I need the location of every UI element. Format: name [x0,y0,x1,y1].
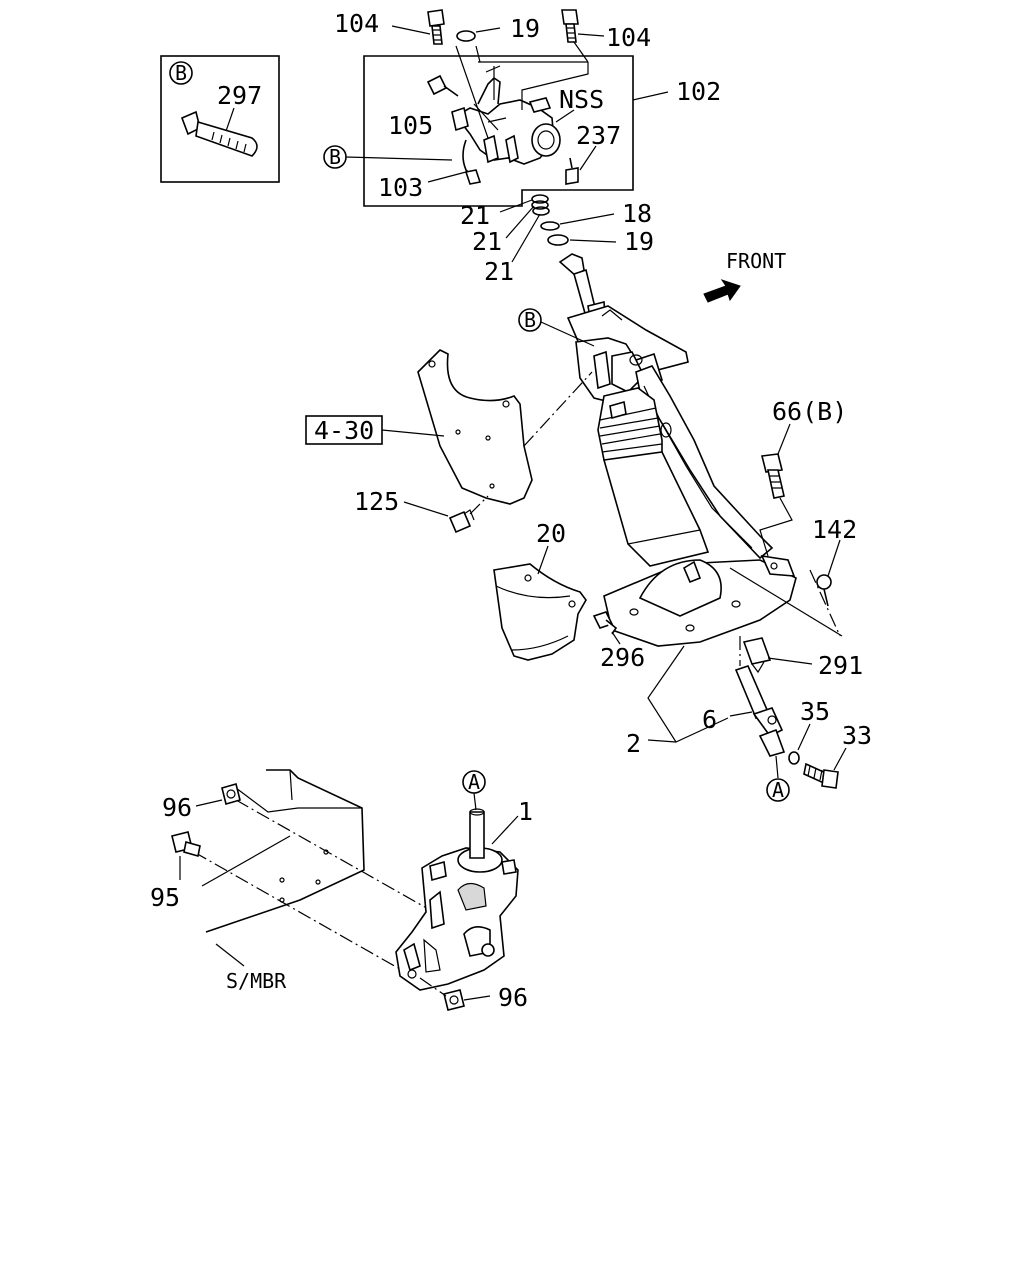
combination-switch-part [451,65,561,185]
clip-296 [592,611,618,635]
label-21-b: 21 [472,227,502,256]
marker-b-inset-label: B [175,61,187,85]
front-label: FRONT [726,249,786,273]
clip-291 [742,637,772,674]
screw-237 [565,157,579,185]
label-103: 103 [378,173,423,202]
marker-a-joint-label: A [772,778,784,802]
label-2: 2 [626,729,641,758]
label-291: 291 [818,651,863,680]
marker-a-gearbox-label: A [468,770,480,794]
circle-marker-b-inset [169,61,193,85]
screw-105 [426,74,459,97]
oring-19-top [456,30,476,42]
label-96-top: 96 [162,793,192,822]
label-104-left: 104 [334,9,379,38]
marker-b-column-label: B [524,308,536,332]
cable-tie-part [180,110,258,157]
label-297: 297 [217,81,262,110]
universal-joint-6 [734,636,786,757]
shield-20 [493,563,587,661]
washer-stack: 21 21 21 18 19 [460,194,654,286]
washer-35 [788,751,800,765]
label-102: 102 [676,77,721,106]
bolt-104-right [561,9,579,43]
label-nss: NSS [559,85,604,114]
label-105: 105 [388,111,433,140]
marker-b-left-label: B [329,145,341,169]
steering-gearbox-1 [395,808,519,991]
oring-19-bottom [547,234,569,246]
label-4-30: 4-30 [314,416,374,445]
label-20: 20 [536,519,566,548]
bolt-104-left [427,9,445,45]
label-96-bottom: 96 [498,983,528,1012]
label-1: 1 [518,797,533,826]
label-296: 296 [600,643,645,672]
nut-96-top [221,783,241,805]
label-19-bottom: 19 [624,227,654,256]
switch-assembly-group: 104 104 19 102 [323,9,721,207]
circle-marker-a-joint [766,778,790,802]
column-cover-4-30: 4-30 [305,349,593,505]
label-66-b: 66(B) [772,397,847,426]
label-142: 142 [812,515,857,544]
bolt-95 [171,831,201,858]
label-18: 18 [622,199,652,228]
label-95: 95 [150,883,180,912]
circle-marker-b-column [518,308,542,332]
steering-column-part [558,253,797,647]
label-21-c: 21 [484,257,514,286]
label-237: 237 [576,121,621,150]
clip-125 [448,495,489,534]
nut-96-bottom [419,977,465,1011]
frame-member [193,769,431,969]
bolt-66 [759,453,793,557]
label-21-a: 21 [460,201,490,230]
label-6: 6 [702,705,717,734]
label-125: 125 [354,487,399,516]
label-35: 35 [800,697,830,726]
bolt-33 [803,762,839,789]
inset-box-297: B 297 [160,55,280,183]
front-arrow-icon [703,279,741,303]
washer-18 [540,221,560,231]
label-19-top: 19 [510,14,540,43]
label-s-mbr: S/MBR [226,969,287,993]
label-33: 33 [842,721,872,750]
screw-142 [809,569,841,637]
label-104-right: 104 [606,23,651,52]
